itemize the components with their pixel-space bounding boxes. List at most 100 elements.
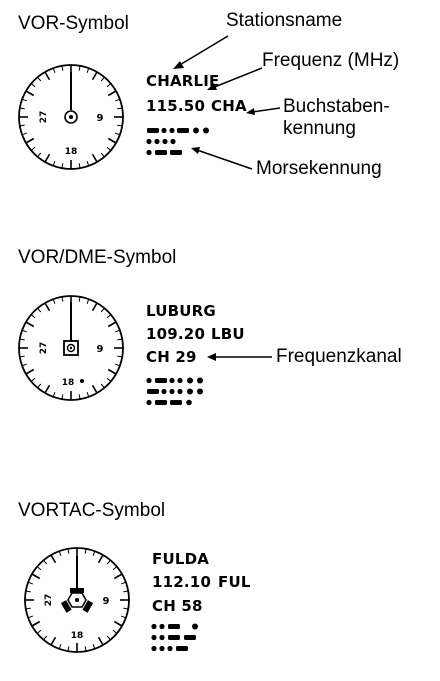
compass-tick (114, 329, 121, 333)
compass-tick (37, 307, 42, 313)
compass-tick (123, 607, 129, 610)
annotation-ident-line1: Buchstaben- (283, 96, 390, 117)
compass-tick (36, 629, 42, 634)
compass-tick (107, 321, 117, 328)
compass-tick (25, 607, 31, 610)
compass-tick (107, 90, 117, 97)
vor-rose-label-west: 27 (39, 111, 49, 124)
compass-tick (37, 383, 42, 389)
compass-tick (86, 160, 90, 167)
vor-compass-rose (18, 64, 124, 170)
vor-heading: VOR-Symbol (18, 13, 129, 34)
compass-tick (30, 83, 36, 88)
annotation-station-name: Stationsname (226, 10, 343, 31)
compass-tick (31, 620, 41, 627)
compass-tick (19, 338, 25, 341)
compass-tick (107, 137, 117, 144)
compass-tick (44, 302, 51, 312)
vor-dme-station-dot (80, 379, 84, 383)
compass-tick (114, 132, 121, 136)
compass-tick (112, 566, 118, 571)
compass-tick (114, 363, 121, 367)
compass-tick (92, 550, 96, 557)
compass-tick (25, 137, 35, 144)
compass-tick (120, 581, 127, 585)
compass-tick (78, 163, 81, 169)
compass-tick (91, 71, 98, 81)
compass-tick (100, 383, 105, 389)
compass-tick (58, 643, 62, 650)
compass-tick (43, 635, 48, 641)
compass-tick (21, 363, 28, 367)
compass-tick (52, 298, 56, 305)
compass-tick (27, 581, 34, 585)
compass-tick (25, 368, 35, 375)
compass-tick (100, 76, 105, 82)
vor-rose-label-south: 18 (65, 147, 78, 157)
vortac-channel: CH 58 (152, 597, 203, 615)
compass-tick (117, 107, 123, 110)
compass-tick (86, 391, 90, 398)
vor-dme-rose-label-east: 9 (97, 344, 104, 355)
compass-tick (21, 98, 28, 102)
vor-dme-center-icon (63, 302, 79, 356)
annotation-morse: Morsekennung (256, 158, 382, 179)
vor-rose-label-east: 9 (97, 113, 104, 124)
compass-tick (106, 314, 112, 319)
compass-tick (61, 163, 64, 169)
compass-tick (78, 65, 81, 71)
vortac-frequency: 112.10 (152, 573, 212, 591)
compass-tick (114, 98, 121, 102)
compass-tick (100, 152, 105, 158)
vor-dme-station-name: LUBURG (146, 302, 216, 320)
vor-dme-heading: VOR/DME-Symbol (18, 247, 177, 268)
compass-tick (31, 573, 41, 580)
compass-tick (120, 615, 127, 619)
compass-tick (91, 153, 98, 163)
compass-tick (67, 646, 70, 652)
vor-dme-ident: LBU (211, 325, 245, 343)
compass-tick (21, 329, 28, 333)
vor-dme-channel: CH 29 (146, 348, 197, 366)
compass-tick (91, 302, 98, 312)
annotation-frequency: Frequenz (MHz) (262, 50, 400, 71)
compass-tick (117, 355, 123, 358)
compass-tick (43, 559, 48, 565)
compass-tick (97, 636, 104, 646)
compass-tick (86, 67, 90, 74)
compass-tick (21, 132, 28, 136)
compass-tick (67, 548, 70, 554)
compass-tick (25, 90, 35, 97)
compass-tick (36, 566, 42, 571)
compass-tick (91, 384, 98, 394)
vortac-center-icon (60, 556, 94, 613)
compass-tick (50, 554, 57, 564)
vor-dme-annotation-arrow (207, 353, 272, 361)
compass-tick (84, 646, 87, 652)
vor-center-icon (64, 72, 78, 124)
vor-dme-rose-label-south: 18 (62, 378, 75, 388)
compass-tick (123, 590, 129, 593)
compass-tick (117, 124, 123, 127)
compass-tick (106, 559, 111, 565)
compass-tick (113, 620, 123, 627)
vortac-station-name: FULDA (152, 550, 210, 568)
compass-tick (100, 307, 105, 313)
vor-dme-rose-label-west: 27 (39, 342, 49, 355)
compass-tick (106, 83, 112, 88)
compass-tick (25, 590, 31, 593)
compass-tick (30, 314, 36, 319)
compass-tick (61, 65, 64, 71)
compass-tick (106, 635, 111, 641)
annotation-ident-line2: kennung (283, 118, 356, 139)
compass-tick (78, 394, 81, 400)
compass-tick (92, 643, 96, 650)
compass-tick (44, 71, 51, 81)
compass-tick (37, 76, 42, 82)
vortac-rose-label-west: 27 (44, 594, 54, 607)
compass-tick (106, 146, 112, 151)
compass-tick (44, 153, 51, 163)
compass-tick (113, 573, 123, 580)
compass-tick (86, 298, 90, 305)
